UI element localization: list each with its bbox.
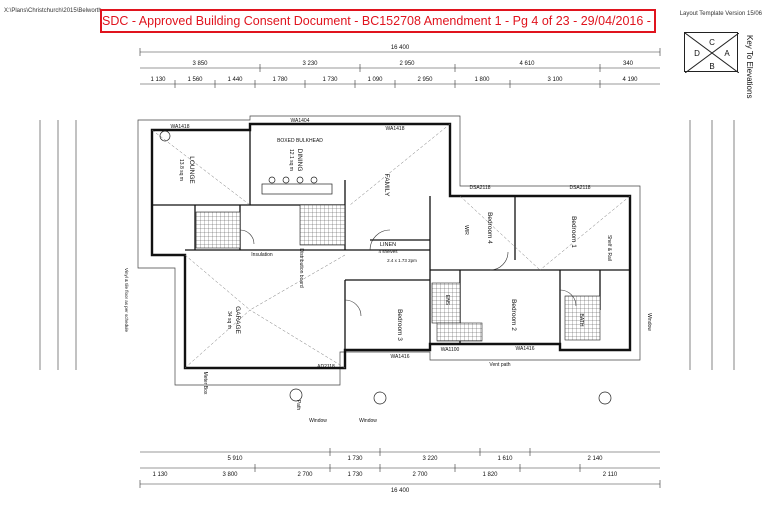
grid-marker	[289, 388, 303, 402]
note-dsa2118-b: DSA2118	[569, 185, 590, 191]
note-wa1418-a: WA1418	[171, 124, 190, 130]
room-bedroom-2: Bedroom 2	[510, 299, 517, 331]
note-wa1416-a: WA1416	[391, 354, 410, 360]
robe-shelf-rail: Shelf & Rail	[606, 235, 612, 261]
room-bedroom-4: Bedroom 4	[486, 212, 493, 244]
dim-top2-b: 1 560	[187, 77, 203, 83]
dim-bottom1-c: 3 220	[422, 456, 438, 462]
note-vent-path: Vent path	[489, 362, 510, 368]
elevation-key: C D A B	[684, 32, 740, 74]
grid-marker	[159, 130, 171, 142]
dim-top2-a: 1 130	[150, 77, 166, 83]
approval-stamp: SDC - Approved Building Consent Document…	[100, 9, 656, 33]
room-linen-shelves: 4 shelves	[378, 249, 398, 254]
key-letter-b: B	[709, 62, 714, 71]
dim-top2-h: 1 800	[474, 77, 490, 83]
stool	[310, 176, 318, 184]
room-lounge-size: 13.8 sq m	[178, 159, 184, 181]
note-wa1416-b: WA1416	[516, 346, 535, 352]
dim-bottom2-d: 1 730	[347, 472, 363, 478]
note-meter-box: Meter Box	[202, 372, 208, 395]
dim-bottom1-b: 1 730	[347, 456, 363, 462]
note-wa1418-b: WA1418	[386, 126, 405, 132]
dim-bottom2-g: 2 110	[603, 472, 618, 478]
room-garage: GARAGE	[234, 306, 241, 334]
note-wa1100: WA1100	[441, 347, 460, 353]
stool	[282, 176, 290, 184]
template-version: Layout Template Version 15/06	[679, 11, 762, 17]
note-boxed-bulkhead: BOXED BULKHEAD	[277, 138, 323, 144]
room-garage-size: 34 sq m	[226, 311, 232, 329]
overall-top-dimension: 16 400	[391, 45, 410, 51]
dim-bottom1-e: 2 140	[587, 456, 603, 462]
file-path: X:\Plans\Christchurch\2015\Belworth	[4, 8, 102, 14]
note-floor: Vinyl & tile floor as per schedule	[124, 268, 129, 332]
key-to-elevations-label: Key To Elevations	[745, 35, 754, 99]
dim-top2-e: 1 730	[322, 77, 338, 83]
ensuite-tile	[431, 282, 461, 324]
room-bedroom-1: Bedroom 1	[570, 216, 577, 248]
dim-bottom1-a: 5 910	[227, 456, 243, 462]
grid-marker	[598, 391, 612, 405]
note-dsa2118-a: DSA2118	[469, 185, 490, 191]
key-letter-a: A	[724, 49, 730, 58]
room-bedroom-3: Bedroom 3	[396, 309, 403, 341]
dim-bottom2-b: 3 800	[222, 472, 238, 478]
note-wa1404: WA1404	[291, 118, 310, 124]
room-bath: BATH	[578, 314, 584, 327]
dim-bottom2-f: 1 820	[482, 472, 498, 478]
kitchen-tile	[299, 204, 346, 246]
room-linen: LINEN	[380, 242, 396, 248]
note-path: Path	[295, 400, 301, 411]
stool	[268, 176, 276, 184]
room-dining-size: 12.1 sq m	[288, 149, 294, 171]
key-letter-c: C	[709, 38, 715, 47]
stool	[296, 176, 304, 184]
bath-tub	[436, 322, 483, 342]
wc-tile	[564, 295, 601, 341]
dim-bottom2-a: 1 130	[152, 472, 168, 478]
dim-bottom2-c: 2 700	[297, 472, 313, 478]
room-wir: WIR	[463, 225, 469, 235]
dim-top1-e: 340	[623, 61, 634, 67]
eave-outline	[137, 115, 641, 386]
note-window-right: Window	[359, 418, 377, 424]
dim-top2-j: 4 190	[622, 77, 638, 83]
dim-top2-f: 1 090	[367, 77, 383, 83]
key-letter-d: D	[694, 49, 700, 58]
kitchen-bench	[261, 183, 333, 195]
dim-top1-c: 2 950	[399, 61, 415, 67]
dim-top1-d: 4 610	[519, 61, 535, 67]
room-lounge: LOUNGE	[188, 156, 195, 184]
room-dining: DINING	[296, 149, 303, 172]
note-window-left: Window	[309, 418, 327, 424]
note-ad2118: AD2118	[317, 364, 335, 370]
dim-bottom1-d: 1 610	[497, 456, 513, 462]
note-window-side: Window	[646, 313, 652, 331]
room-family: FAMILY	[383, 174, 390, 197]
dim-top2-c: 1 440	[227, 77, 243, 83]
dim-top1-b: 3 230	[302, 61, 318, 67]
note-ceiling: 2.4 x 1.73 2pm	[387, 258, 417, 263]
dim-top2-i: 3 100	[547, 77, 563, 83]
dim-bottom2-e: 2 700	[412, 472, 428, 478]
dim-top2-g: 2 950	[417, 77, 433, 83]
overall-bottom-dimension: 16 400	[391, 488, 410, 494]
dim-top1-a: 3 850	[192, 61, 208, 67]
grid-marker	[373, 391, 387, 405]
note-distribution-board: Distribution board	[298, 248, 304, 287]
dim-top2-d: 1 780	[272, 77, 288, 83]
note-insulation: Insulation	[251, 252, 273, 258]
laundry-tile	[195, 211, 241, 249]
elevation-key-diagram: C D A B	[684, 32, 740, 74]
room-ensuite: ENS	[444, 295, 450, 306]
